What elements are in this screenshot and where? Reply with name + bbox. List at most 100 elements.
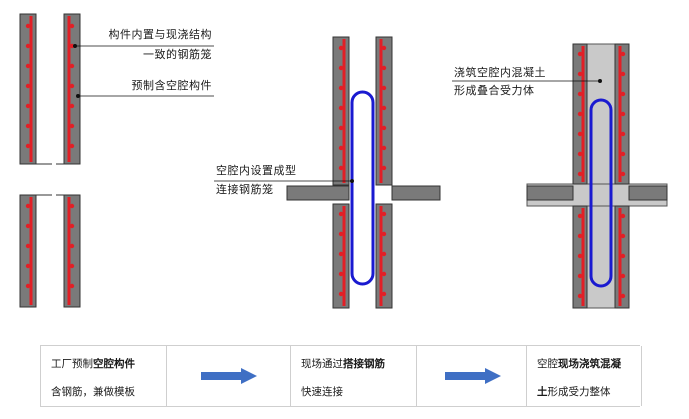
label-connection-cage-line2: 连接钢筋笼 <box>216 183 274 196</box>
rebar-dot <box>69 23 75 29</box>
rebar-dot <box>577 213 583 219</box>
p3-beam <box>526 183 668 207</box>
rebar-dot <box>338 85 344 91</box>
rebar-dot <box>338 65 344 71</box>
rebar-dot <box>25 223 31 229</box>
rebar-dot <box>620 233 626 239</box>
rebar-dot <box>69 63 75 69</box>
rebar-dot <box>381 165 387 171</box>
rebar-dot <box>577 151 583 157</box>
label-concrete-line1: 浇筑空腔内混凝土 <box>454 66 546 79</box>
rebar-dot <box>577 171 583 177</box>
rebar-dot <box>25 63 31 69</box>
rebar-dot <box>577 91 583 97</box>
step-1-title-plain: 工厂预制 <box>51 358 93 370</box>
rebar-dot <box>381 85 387 91</box>
rebar-dot <box>381 125 387 131</box>
rebar-dot <box>25 203 31 209</box>
step-3-subtitle: 土形成受力整体 <box>537 384 611 399</box>
rebar-dot <box>69 283 75 289</box>
step-1-title-bold: 空腔构件 <box>93 358 135 370</box>
rebar-dot <box>620 213 626 219</box>
connection-rebar-cage <box>350 90 375 286</box>
step-3-title-plain: 空腔 <box>537 358 558 370</box>
rebar-dot <box>620 293 626 299</box>
step-2-title: 现场通过搭接钢筋 <box>301 356 385 371</box>
rebar-dot <box>69 143 75 149</box>
label-concrete-line2: 形成叠合受力体 <box>454 84 535 97</box>
lower-right-wall <box>63 194 81 308</box>
rebar-dot <box>620 273 626 279</box>
rebar-dot <box>69 263 75 269</box>
p2-beam-left <box>286 185 350 201</box>
upper-right-wall <box>63 13 81 165</box>
arrow-right-icon <box>201 368 257 384</box>
arrow-cell-1 <box>166 346 291 406</box>
callout-leader-concrete <box>452 79 602 83</box>
step-1-subtitle: 含钢筋，兼做模板 <box>51 386 135 398</box>
rebar-dot <box>338 165 344 171</box>
panel-precast-hollow-members <box>19 13 214 308</box>
rebar-dot <box>381 145 387 151</box>
process-steps: 工厂预制空腔构件 含钢筋，兼做模板 现场通过搭接钢筋 快速连接 空腔现场浇筑混凝… <box>40 345 642 407</box>
rebar-dot <box>381 231 387 237</box>
upper-left-wall <box>19 13 37 165</box>
rebar-dot <box>577 253 583 259</box>
rebar-dot <box>69 243 75 249</box>
rebar-dot <box>620 131 626 137</box>
joint-gap-marks <box>20 163 80 196</box>
step-2-title-bold: 搭接钢筋 <box>343 358 385 370</box>
rebar-dot <box>25 83 31 89</box>
rebar-dot <box>381 211 387 217</box>
step-3-title: 空腔现场浇筑混凝 <box>537 356 621 371</box>
rebar-dot <box>69 123 75 129</box>
rebar-dot <box>25 243 31 249</box>
arrow-cell-2 <box>416 346 527 406</box>
rebar-dot <box>25 43 31 49</box>
rebar-dot <box>577 111 583 117</box>
rebar-dot <box>69 223 75 229</box>
label-rebar-cage-line1: 构件内置与现浇结构 <box>108 28 212 41</box>
rebar-dot <box>620 111 626 117</box>
rebar-dot <box>338 271 344 277</box>
rebar-dot <box>69 83 75 89</box>
rebar-dot <box>620 151 626 157</box>
label-precast-member: 预制含空腔构件 <box>131 79 212 92</box>
rebar-dot <box>381 45 387 51</box>
rebar-dot <box>577 51 583 57</box>
rebar-dot <box>381 251 387 257</box>
rebar-dot <box>25 103 31 109</box>
callout-leader-connection-cage <box>214 179 354 183</box>
arrow-right-icon <box>445 368 501 384</box>
rebar-dots <box>25 23 75 289</box>
rebar-dot <box>577 293 583 299</box>
rebar-dot <box>620 171 626 177</box>
rebar-dot <box>25 123 31 129</box>
rebar-dot <box>338 145 344 151</box>
rebar-dot <box>338 125 344 131</box>
rebar-dots <box>338 45 387 297</box>
label-connection-cage-line1: 空腔内设置成型 <box>216 164 297 177</box>
label-rebar-cage-line2: 一致的钢筋笼 <box>143 48 212 61</box>
embedded-rebar-cage <box>589 98 613 288</box>
step-3-subtitle-bold: 土 <box>537 386 548 398</box>
rebar-dot <box>25 143 31 149</box>
rebar-dot <box>25 23 31 29</box>
rebar-dot <box>381 291 387 297</box>
p2-upper-left-wall <box>332 36 350 186</box>
rebar-dot <box>577 131 583 137</box>
step-2: 现场通过搭接钢筋 快速连接 <box>290 346 417 406</box>
rebar-dot <box>25 283 31 289</box>
step-3: 空腔现场浇筑混凝 土形成受力整体 <box>526 346 642 406</box>
rebar-dot <box>338 211 344 217</box>
rebar-dot <box>381 271 387 277</box>
rebar-dot <box>338 231 344 237</box>
rebar-dot <box>577 273 583 279</box>
panel-cast-in-place <box>452 43 668 309</box>
lower-left-wall <box>19 194 37 308</box>
rebar-dot <box>338 251 344 257</box>
p2-upper-right-wall <box>375 36 393 186</box>
rebar-dot <box>25 263 31 269</box>
rebar-dot <box>577 233 583 239</box>
rebar-dot <box>381 105 387 111</box>
